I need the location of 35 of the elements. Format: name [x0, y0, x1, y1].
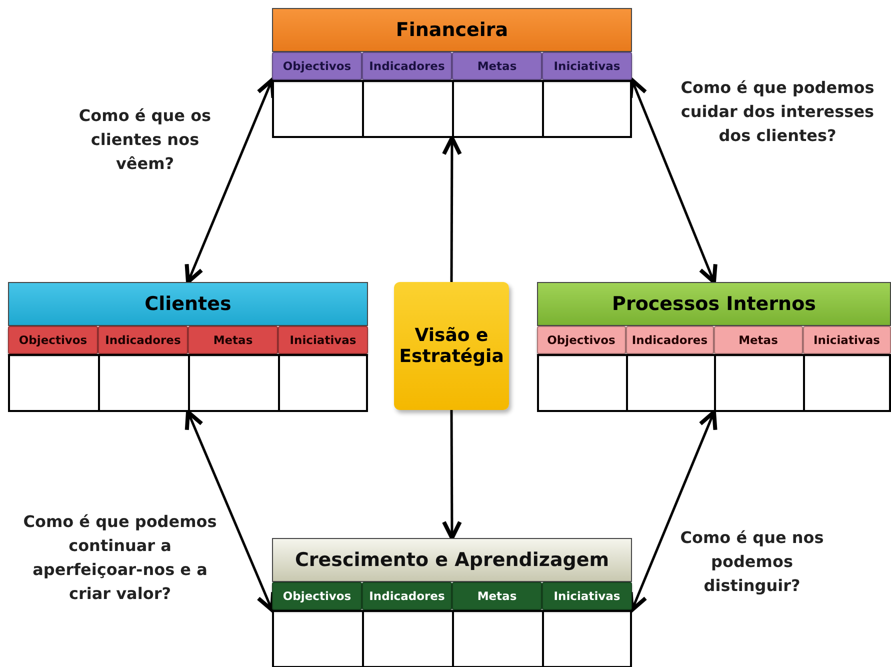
question-text: Como é que podemos cuidar dos interesses dos clientes?	[680, 77, 875, 147]
arrow	[442, 410, 462, 540]
arrow	[184, 410, 276, 612]
column-header: Indicadores	[362, 582, 452, 610]
column-header: Metas	[452, 52, 542, 80]
column-header: Objectivos	[537, 326, 626, 354]
column-header: Indicadores	[98, 326, 188, 354]
column-header: Iniciativas	[542, 582, 632, 610]
question-text: Como é que os clientes nos vêem?	[78, 105, 212, 175]
perspective-title: Crescimento e Aprendizagem	[272, 538, 632, 582]
vision-box: Visão e Estratégia	[394, 282, 509, 410]
arrow	[442, 136, 462, 282]
column-header: Objectivos	[272, 582, 362, 610]
column-header: Iniciativas	[278, 326, 368, 354]
perspective-table	[272, 8, 632, 138]
perspective-title: Clientes	[8, 282, 368, 326]
column-header: Metas	[714, 326, 802, 354]
arrow	[184, 78, 276, 284]
arrow	[628, 410, 718, 612]
column-header: Iniciativas	[802, 326, 891, 354]
perspective-table	[272, 538, 632, 667]
column-header: Iniciativas	[542, 52, 632, 80]
question-text: Como é que nos podemos distinguir?	[679, 527, 825, 597]
question-text: Como é que podemos continuar a aperfeiçoar-nos e a criar valor?	[22, 511, 218, 605]
perspective-title: Processos Internos	[537, 282, 891, 326]
perspective-table	[8, 282, 368, 412]
column-header: Objectivos	[272, 52, 362, 80]
column-header: Objectivos	[8, 326, 98, 354]
perspective-title: Financeira	[272, 8, 632, 52]
column-header: Indicadores	[626, 326, 714, 354]
perspective-table	[537, 282, 891, 412]
column-header: Metas	[188, 326, 278, 354]
arrow	[628, 78, 718, 284]
column-header: Indicadores	[362, 52, 452, 80]
column-header: Metas	[452, 582, 542, 610]
